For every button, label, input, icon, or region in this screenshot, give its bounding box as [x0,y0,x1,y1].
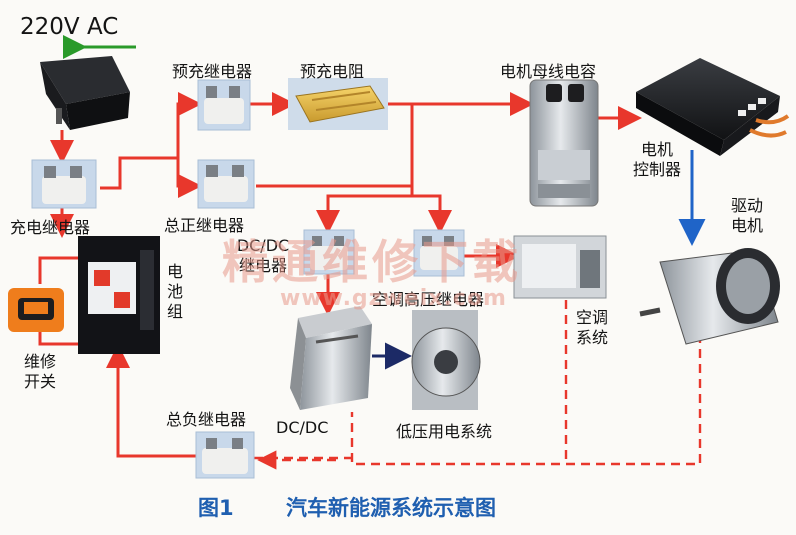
charger-image [40,56,130,130]
precharge-resistor-image [288,78,388,130]
dcdc-converter-image [290,306,372,410]
bus-capacitor-label: 电机母线电容 [500,62,597,81]
charge-relay-image [31,159,97,209]
ac-system-image [513,235,607,299]
precharge-relay-label: 预充继电器 [172,62,253,81]
main-positive-relay-label: 总正继电器 [164,216,245,235]
ac-hv-relay-label: 空调高压继电器 [372,290,485,309]
lv-system-label: 低压用电系统 [396,422,493,441]
figure-number: 图1 [198,496,234,520]
dcdc-label: DC/DC [276,418,329,437]
motor-controller-image [636,58,790,156]
drive-motor-label: 驱动 电机 [730,196,763,235]
precharge-resistor-label: 预充电阻 [300,62,365,81]
main-negative-relay-image [195,431,255,479]
main-positive-relay-image [197,159,255,209]
service-switch-label: 维修 开关 [23,352,56,391]
ac-system-label: 空调 系统 [575,308,608,347]
figure-caption: 汽车新能源系统示意图 [286,496,496,520]
voltage-title: 220V AC [20,14,119,40]
dcdc-relay-image [303,229,355,275]
ac-hv-relay-image [413,229,465,277]
service-switch-image [8,288,64,332]
battery-pack-label: 电 池 组 [166,262,183,321]
main-negative-relay-label: 总负继电器 [166,410,247,429]
dcdc-relay-label: DC/DC 继电器 [236,236,290,275]
power-lines [38,92,642,458]
bus-capacitor-image [529,79,599,207]
battery-pack-image [78,236,160,354]
drive-motor-image [639,248,780,345]
lv-system-image [411,310,481,410]
return-lines [254,300,702,470]
precharge-relay-image [197,79,251,131]
charge-relay-label: 充电继电器 [10,218,91,237]
motor-controller-label: 电机 控制器 [632,140,681,179]
